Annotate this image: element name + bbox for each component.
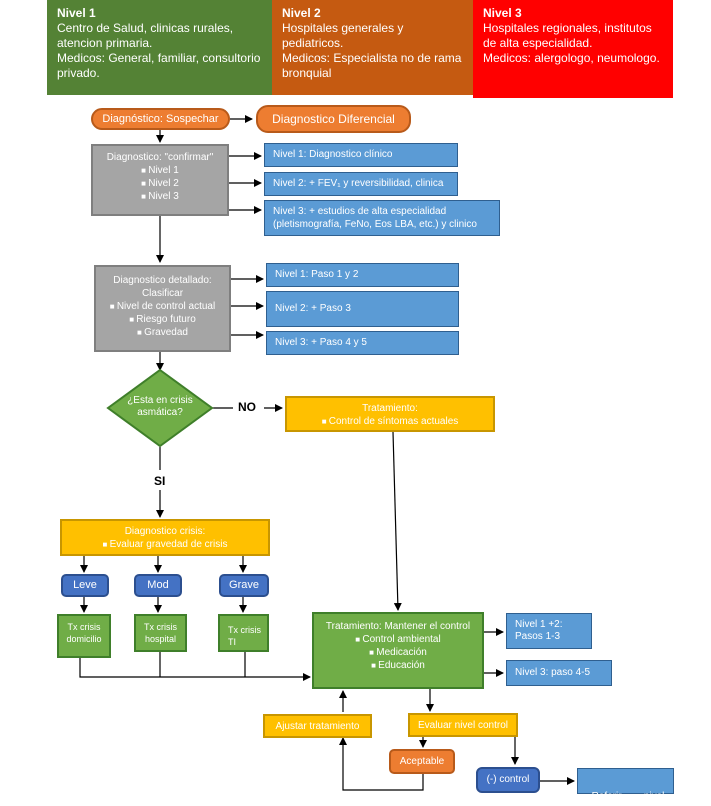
severity-leve[interactable]: Leve — [61, 574, 109, 597]
maintain-control-box[interactable]: Tratamiento: Mantener el control Control… — [312, 612, 484, 689]
suspect-node[interactable]: Diagnóstico: Sospechar — [91, 108, 230, 130]
detailed-level-2[interactable]: Nivel 2: + Paso 3 — [266, 291, 459, 327]
crisis-diagnosis-box[interactable]: Diagnostico crisis: Evaluar gravedad de … — [60, 519, 270, 556]
level-3-title: Nivel 3 — [483, 6, 522, 20]
tx-crisis-icu[interactable]: Tx crisis TI — [218, 614, 269, 652]
acceptable-node[interactable]: Aceptable — [389, 749, 455, 774]
negative-control-node[interactable]: (-) control — [476, 767, 540, 793]
level-1-title: Nivel 1 — [57, 6, 96, 20]
confirm-level-2[interactable]: Nivel 2: + FEV₁ y reversibilidad, clinic… — [264, 172, 458, 196]
si-label: SI — [154, 474, 166, 488]
maintain-level-3[interactable]: Nivel 3: paso 4-5 — [506, 660, 612, 686]
differential-node[interactable]: Diagnostico Diferencial — [256, 105, 411, 133]
detailed-diagnosis-box[interactable]: Diagnostico detallado: Clasificar Nivel … — [94, 265, 231, 352]
adjust-treatment-box[interactable]: Ajustar tratamiento — [263, 714, 372, 738]
severity-grave[interactable]: Grave — [219, 574, 269, 597]
crisis-decision-diamond — [106, 368, 214, 448]
no-label: NO — [238, 400, 256, 414]
confirm-level-1[interactable]: Nivel 1: Diagnostico clínico — [264, 143, 458, 167]
severity-mod[interactable]: Mod — [134, 574, 182, 597]
evaluate-control-box[interactable]: Evaluar nivel control — [408, 713, 518, 737]
confirm-diagnosis-box[interactable]: Diagnostico: "confirmar" Nivel 1 Nivel 2… — [91, 144, 229, 216]
tx-crisis-home[interactable]: Tx crisis domicilio — [57, 614, 111, 658]
refer-level-box[interactable]: Referir nivel — [577, 768, 674, 802]
tx-crisis-hospital[interactable]: Tx crisis hospital — [134, 614, 187, 652]
level-2-header: Nivel 2 Hospitales generales y pediatric… — [272, 0, 473, 95]
treatment-symptoms-box[interactable]: Tratamiento: Control de síntomas actuale… — [285, 396, 495, 432]
detailed-level-1[interactable]: Nivel 1: Paso 1 y 2 — [266, 263, 459, 287]
level-2-title: Nivel 2 — [282, 6, 321, 20]
detailed-level-3[interactable]: Nivel 3: + Paso 4 y 5 — [266, 331, 459, 355]
confirm-level-3[interactable]: Nivel 3: + estudios de alta especialidad… — [264, 200, 500, 236]
crisis-question-label: ¿Esta en crisis asmática? — [127, 395, 193, 418]
level-1-header: Nivel 1 Centro de Salud, clinicas rurale… — [47, 0, 272, 95]
maintain-level-1-2[interactable]: Nivel 1 +2: Pasos 1-3 — [506, 613, 592, 649]
level-3-header: Nivel 3 Hospitales regionales, instituto… — [473, 0, 673, 98]
